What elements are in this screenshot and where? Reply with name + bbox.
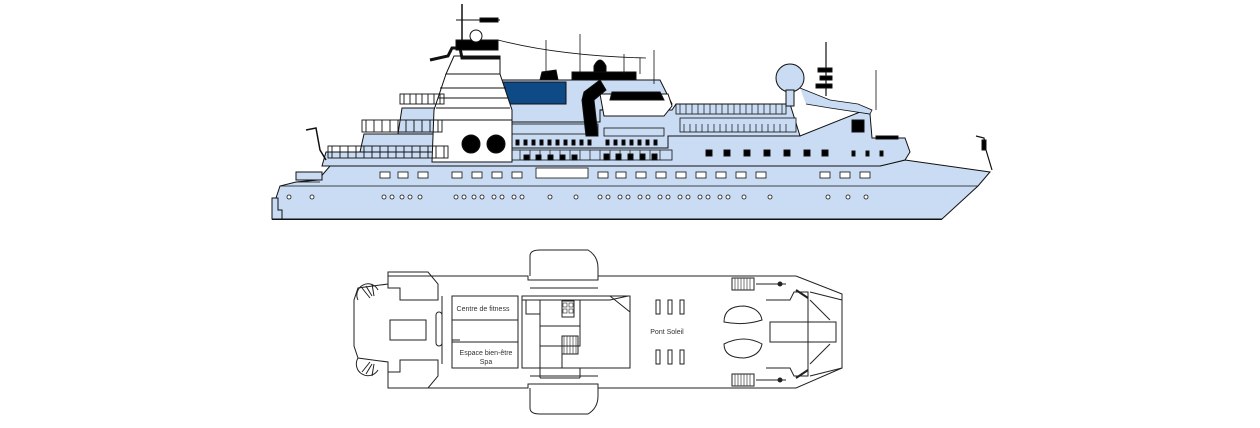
funnel-top <box>445 55 501 75</box>
stern-spiral-stair-bottom <box>355 357 379 377</box>
lifeboat-bottom <box>529 388 599 415</box>
radar-dome <box>775 63 805 93</box>
hull <box>273 159 991 220</box>
label-spa-line1: Espace bien-être <box>460 350 513 357</box>
label-sun-deck: Pont Soleil <box>650 329 684 336</box>
promenade-windows <box>515 139 658 146</box>
label-fitness-centre: Centre de fitness <box>457 306 510 313</box>
ship-side-view <box>271 4 993 220</box>
sun-loungers-bottom <box>655 349 685 365</box>
stern-platform <box>271 197 283 220</box>
anchor-windlass-top <box>731 277 786 291</box>
elevator-icon <box>562 302 574 314</box>
sun-loungers-top <box>655 299 685 315</box>
stern-spiral-stair-top <box>356 283 379 301</box>
skylight-top <box>723 305 763 325</box>
aft-railings <box>327 93 449 159</box>
davit <box>581 79 607 137</box>
label-spa-line2: Spa <box>480 359 493 366</box>
hull-windows-upper <box>379 167 871 179</box>
anchor-windlass-bottom <box>731 373 786 387</box>
funnel-porthole-right <box>486 134 506 154</box>
stair-core <box>521 295 631 369</box>
deck-outline <box>353 275 843 389</box>
deck-plan <box>353 249 843 415</box>
skylight-bottom <box>723 338 763 359</box>
stern-crane <box>305 127 327 161</box>
funnel-porthole-left <box>461 134 481 154</box>
deck-windows <box>523 149 884 161</box>
hull-portholes <box>286 194 869 200</box>
lifeboat-top <box>529 249 599 276</box>
